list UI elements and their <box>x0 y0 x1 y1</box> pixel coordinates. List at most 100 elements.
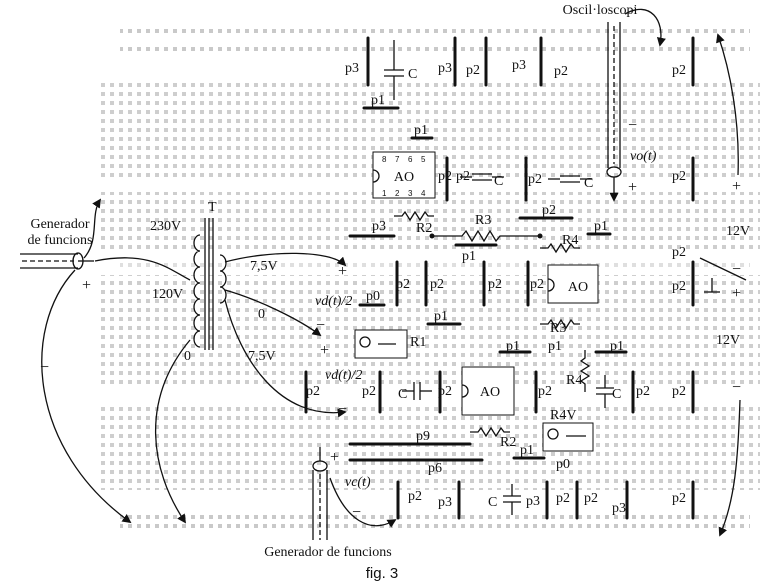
lower-strip-a <box>100 275 760 385</box>
r2-bottom-label: R2 <box>500 435 516 450</box>
vc-label: vc(t) <box>345 475 371 490</box>
svg-text:p1: p1 <box>520 443 534 458</box>
r3-mid-label: R3 <box>550 321 566 336</box>
bottom-generator-label: Generador de funcions <box>264 545 392 560</box>
bottom-gen-minus: − <box>352 504 361 521</box>
svg-text:p1: p1 <box>610 339 624 354</box>
scope-plus: + <box>628 179 637 196</box>
vd-bottom-label: vd(t)/2 <box>325 368 362 383</box>
capacitors: C C C C C C <box>384 40 621 515</box>
capacitor-bottom: C <box>488 484 521 515</box>
primary-0: 0 <box>184 349 191 364</box>
svg-text:p2: p2 <box>672 63 686 78</box>
secondary-mid: 0 <box>258 307 265 322</box>
svg-text:p2: p2 <box>396 277 410 292</box>
left-generator-label-1: Generador <box>30 217 89 232</box>
sec-minus-2: − <box>338 401 347 418</box>
svg-text:p1: p1 <box>434 309 448 324</box>
r4-vertical-label: R4 <box>566 373 582 388</box>
transformer-name: T <box>208 200 217 215</box>
top-rail-1 <box>120 28 750 37</box>
svg-text:p2: p2 <box>636 384 650 399</box>
oscilloscope: Oscil·loscopi − + vo(t) <box>563 3 666 202</box>
svg-text:p2: p2 <box>538 384 552 399</box>
vertical-jumpers <box>304 36 695 520</box>
sec-plus-1: + <box>338 263 347 280</box>
svg-text:p2: p2 <box>672 384 686 399</box>
power-supplies: 12V 12V + − + − <box>699 33 750 537</box>
mid-rail <box>120 262 750 271</box>
svg-text:p2: p2 <box>466 63 480 78</box>
capacitor-top-3: C <box>548 175 593 191</box>
svg-text:p1: p1 <box>414 123 428 138</box>
capacitor-mid-left: C <box>398 382 432 402</box>
svg-text:p2: p2 <box>542 203 556 218</box>
svg-text:p2: p2 <box>408 489 422 504</box>
svg-text:p2: p2 <box>672 245 686 260</box>
svg-text:p2: p2 <box>306 384 320 399</box>
bottom-rail-1 <box>120 510 750 519</box>
supply-plus-1: + <box>732 178 741 195</box>
opamp-right: AO <box>547 264 599 304</box>
supply-minus-1: − <box>732 261 741 278</box>
svg-text:p2: p2 <box>438 169 452 184</box>
svg-text:p3: p3 <box>345 61 359 76</box>
svg-text:C: C <box>398 387 407 402</box>
svg-text:p3: p3 <box>526 494 540 509</box>
lower-strip-b <box>100 405 760 490</box>
opamp-top: AO 8 7 6 5 1 2 3 4 <box>372 151 436 199</box>
horizontal-jumpers <box>348 106 628 462</box>
resistor-r2-bottom: R2 <box>470 426 516 450</box>
svg-text:p2: p2 <box>556 491 570 506</box>
secondary-top: 7,5V <box>250 259 278 274</box>
oscilloscope-label: Oscil·loscopi <box>563 3 638 18</box>
bottom-rail-2 <box>120 524 750 533</box>
opamp-bottom-label: AO <box>480 385 500 400</box>
potentiometer-r4v: R4V <box>542 408 594 452</box>
svg-text:7: 7 <box>395 155 400 164</box>
supply-plus-2: + <box>732 285 741 302</box>
svg-text:p0: p0 <box>366 289 380 304</box>
r3-label: R3 <box>475 213 491 228</box>
svg-text:p6: p6 <box>428 461 442 476</box>
svg-text:p2: p2 <box>584 491 598 506</box>
svg-text:6: 6 <box>408 155 413 164</box>
svg-text:3: 3 <box>408 189 413 198</box>
capacitor-mid-right: C <box>596 375 621 408</box>
svg-text:p2: p2 <box>672 491 686 506</box>
component-labels: p3 p3 p2 p3 p2 p2 p1 p1 p2 p2 p2 p2 p3 p… <box>306 58 686 516</box>
svg-text:p9: p9 <box>416 429 430 444</box>
r1-label: R1 <box>410 335 426 350</box>
svg-text:C: C <box>494 174 503 189</box>
svg-text:p2: p2 <box>362 384 376 399</box>
vo-label: vo(t) <box>630 149 657 164</box>
left-gen-minus: − <box>40 359 49 376</box>
svg-text:p2: p2 <box>456 169 470 184</box>
resistor-r4-vertical: R4 <box>566 350 591 392</box>
primary-230v: 230V <box>150 219 181 234</box>
svg-text:2: 2 <box>395 189 400 198</box>
secondary-bottom: 7,5V <box>248 349 276 364</box>
opamp-right-label: AO <box>568 280 588 295</box>
transformer: T 230V 120V 0 7,5V 0 7,5V + − + − <box>150 200 347 524</box>
resistor-r3-mid: R3 <box>540 318 580 336</box>
svg-text:5: 5 <box>421 155 426 164</box>
figure-caption: fig. 3 <box>366 565 399 582</box>
svg-text:p1: p1 <box>548 339 562 354</box>
primary-120v: 120V <box>152 287 183 302</box>
svg-text:p2: p2 <box>554 64 568 79</box>
r2-top-label: R2 <box>416 221 432 236</box>
r4-top-label: R4 <box>562 233 578 248</box>
resistor-r3: R3 <box>429 213 543 243</box>
svg-text:p3: p3 <box>372 219 386 234</box>
svg-text:1: 1 <box>382 189 387 198</box>
supply-lower-12v: 12V <box>716 333 740 348</box>
resistor-r4-top: R4 <box>540 233 580 254</box>
svg-text:4: 4 <box>421 189 426 198</box>
svg-text:p2: p2 <box>530 277 544 292</box>
capacitor-top-1: C <box>384 40 417 100</box>
resistor-r2-top: R2 <box>394 210 434 236</box>
svg-text:8: 8 <box>382 155 387 164</box>
breadboard <box>100 28 760 533</box>
